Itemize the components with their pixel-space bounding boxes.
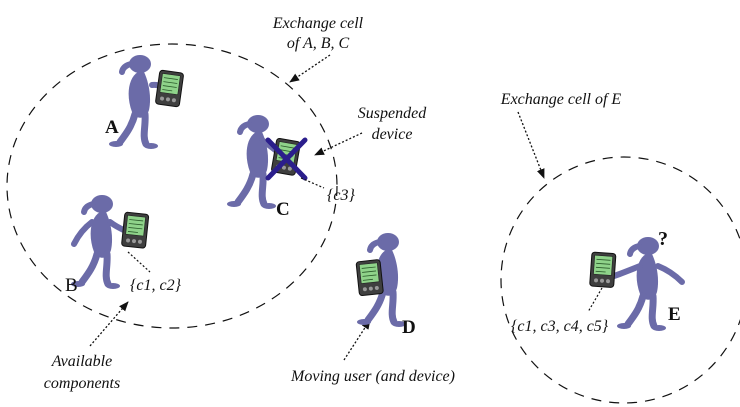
annotation-exchange-cell-abc-line2: of A, B, C (287, 35, 350, 52)
node-label-a: A (105, 117, 119, 138)
connector-b (127, 251, 151, 273)
arrow-exchange-cell-abc (289, 54, 331, 83)
annotation-suspended-line2: device (372, 126, 413, 143)
user-d (356, 233, 406, 327)
device-e-icon (589, 251, 617, 289)
node-label-c: C (276, 199, 290, 220)
exchange-cell-e (500, 156, 740, 404)
connector-c (300, 177, 325, 189)
arrow-suspended-device (314, 132, 363, 156)
arrow-moving-user (343, 319, 371, 361)
connector-e (587, 287, 603, 313)
arrow-exchange-cell-e (517, 111, 545, 179)
components-c: {c3} (327, 187, 356, 204)
annotation-exchange-cell-e: Exchange cell of E (500, 91, 622, 108)
components-e: {c1, c3, c4, c5} (511, 318, 609, 335)
arrow-available-components (89, 301, 129, 347)
device-a-icon (154, 69, 185, 108)
node-label-e: E (668, 304, 681, 325)
annotation-exchange-cell-abc-line1: Exchange cell (272, 15, 364, 32)
user-a (109, 55, 185, 149)
components-b: {c1, c2} (130, 277, 182, 294)
user-b (71, 195, 150, 289)
user-e (589, 237, 685, 331)
question-mark: ? (658, 228, 668, 250)
annotation-available-line1: Available (51, 353, 112, 370)
node-label-d: D (402, 317, 416, 338)
node-label-b: B (65, 275, 78, 296)
device-b-icon (120, 211, 150, 249)
suspended-cross-icon (265, 137, 308, 181)
exchange-cell-abc (6, 43, 338, 329)
annotation-available-line2: components (44, 375, 120, 392)
annotation-moving-user: Moving user (and device) (290, 368, 455, 385)
annotation-suspended-line1: Suspended (358, 105, 427, 122)
device-d-icon (355, 258, 384, 297)
